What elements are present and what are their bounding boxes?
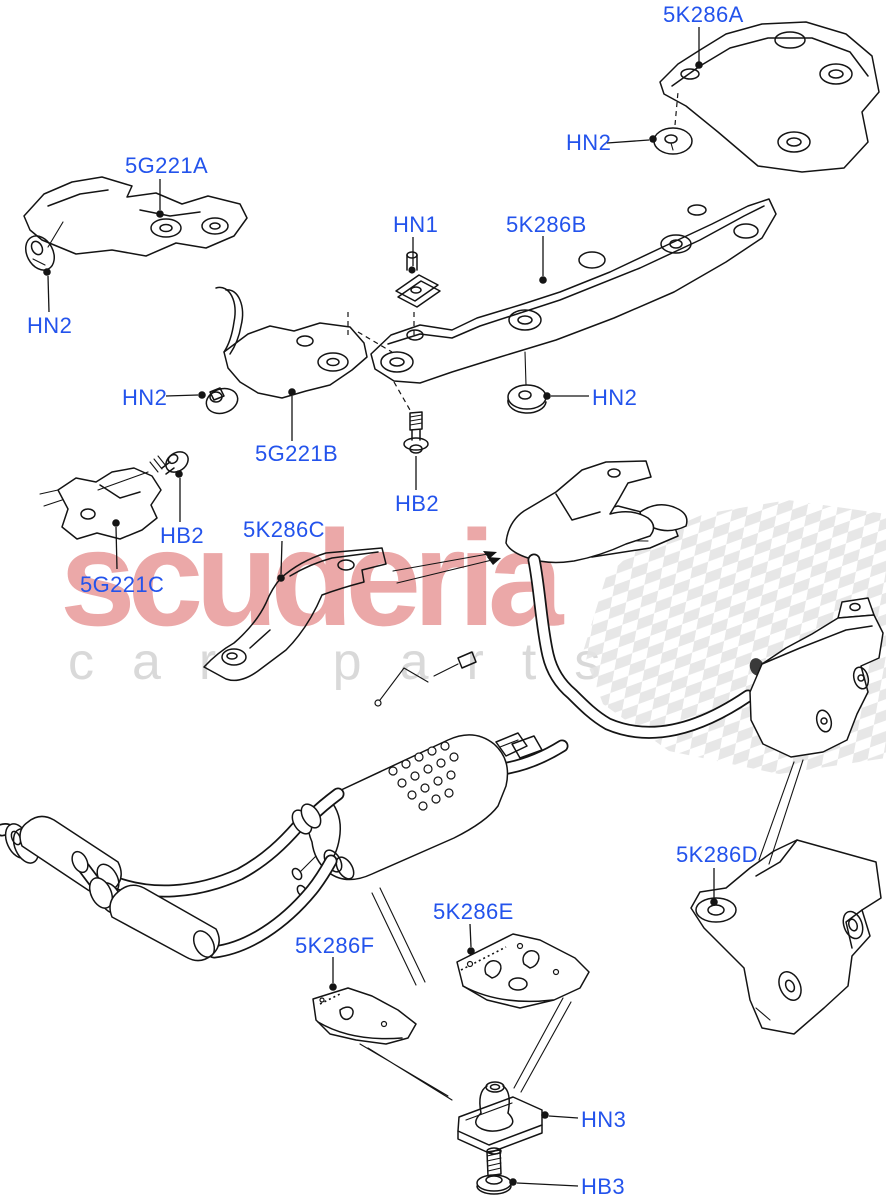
part-label-5K286E: 5K286E xyxy=(433,899,514,924)
shield-5K286D-drawing xyxy=(690,839,882,1035)
shield-5K286E-drawing xyxy=(456,923,590,1093)
part-label-5K286D: 5K286D xyxy=(676,842,758,867)
part-label-5G221C: 5G221C xyxy=(80,572,165,597)
part-label-HB3: HB3 xyxy=(581,1174,625,1199)
fastener-HB2-left-drawing xyxy=(97,451,189,522)
part-label-HN3: HN3 xyxy=(581,1107,627,1132)
part-label-5K286A: 5K286A xyxy=(663,2,744,27)
shield-5G221B-drawing xyxy=(215,286,368,441)
exhaust-system-drawing xyxy=(0,460,884,962)
shield-5K286F-drawing xyxy=(312,887,453,1101)
fastener-HN2-left-drawing xyxy=(24,221,64,313)
part-label-HB2-center: HB2 xyxy=(395,491,439,516)
part-label-5G221A: 5G221A xyxy=(125,153,209,178)
fastener-HB2-center-drawing xyxy=(393,381,429,490)
shield-5K286B-drawing xyxy=(347,198,777,384)
shield-5G221C-drawing xyxy=(39,467,162,570)
part-label-5K286F: 5K286F xyxy=(295,933,375,958)
fastener-HN1-drawing xyxy=(395,237,441,336)
part-label-5K286B: 5K286B xyxy=(506,212,587,237)
part-label-HB2-left: HB2 xyxy=(160,523,204,548)
watermark-brand-text: scuderia xyxy=(60,502,563,654)
shield-5K286A-drawing xyxy=(659,21,880,173)
fastener-HB3-drawing xyxy=(476,1147,579,1195)
part-label-5K286C: 5K286C xyxy=(243,517,325,542)
fastener-HN2-top-drawing xyxy=(606,91,693,155)
fastener-HN3-drawing xyxy=(457,1081,579,1154)
shield-5K286C-drawing xyxy=(203,540,501,682)
fastener-HN2-mid-left-drawing xyxy=(165,387,239,415)
shield-5G221A-drawing xyxy=(23,176,248,257)
fastener-HN2-mid-right-drawing xyxy=(507,351,589,414)
part-label-HN2-mid-right: HN2 xyxy=(592,385,638,410)
watermark-subtitle-text: car parts xyxy=(68,633,639,691)
part-label-HN2-top: HN2 xyxy=(566,130,612,155)
part-label-HN1: HN1 xyxy=(393,212,439,237)
part-label-HN2-mid-left: HN2 xyxy=(122,385,168,410)
part-label-5G221B: 5G221B xyxy=(255,441,339,466)
part-label-HN2-left: HN2 xyxy=(27,313,73,338)
